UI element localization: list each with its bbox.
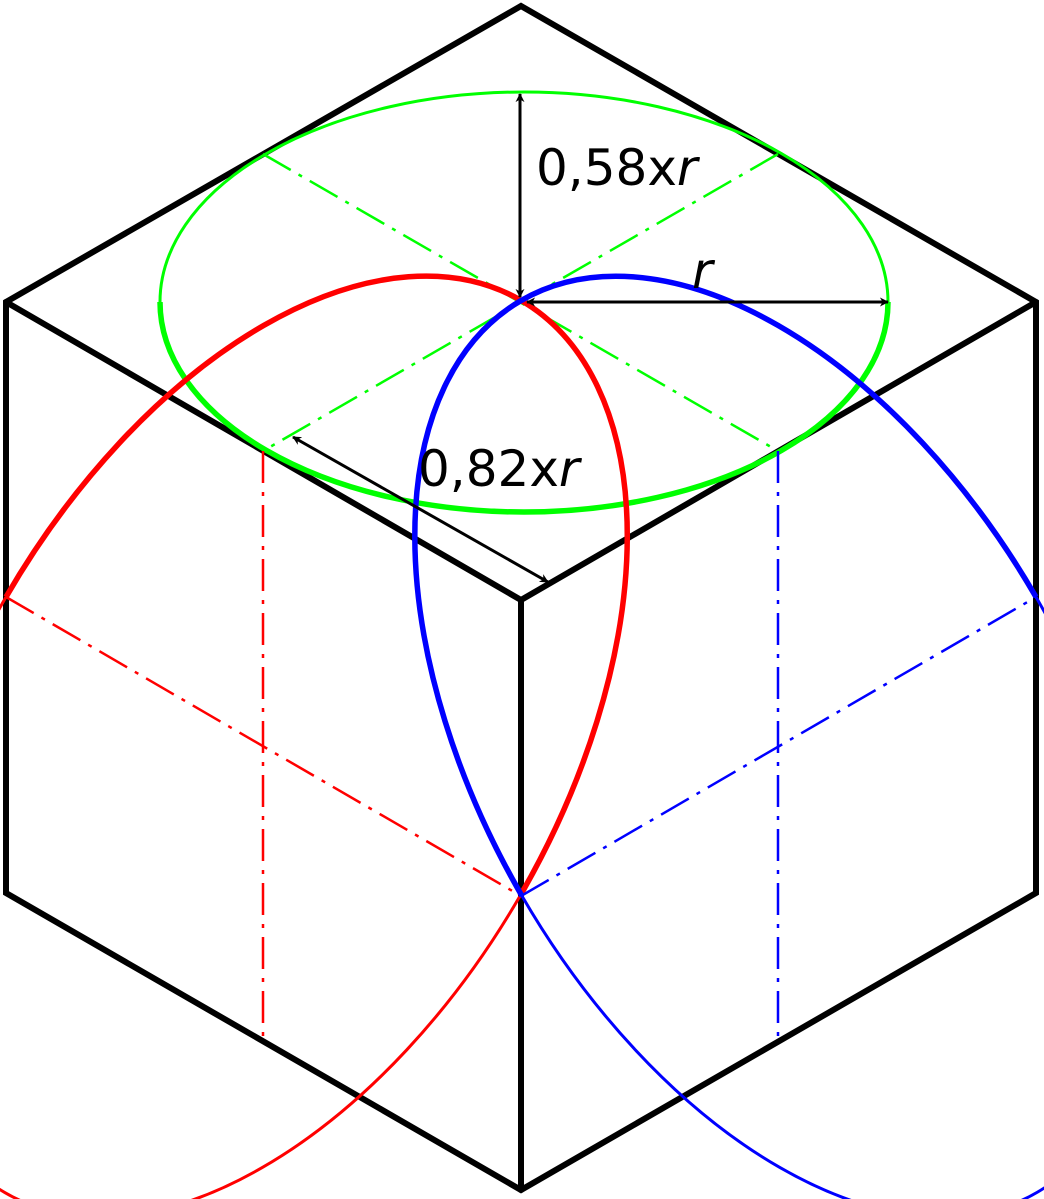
dimensions — [292, 93, 889, 584]
right-ellipse-outer-arc — [412, 273, 1039, 898]
radius-dimension-label: r — [692, 242, 716, 300]
height-dimension-label: 0,58xr — [536, 139, 701, 197]
top-ellipse-back-arc — [158, 90, 890, 303]
left-ellipse-outer-arc — [3, 273, 630, 898]
diagonal-dimension-arrow — [292, 435, 549, 584]
right-face-ellipse-group — [412, 273, 1044, 1199]
left-ellipse-inner-arc — [0, 596, 522, 1199]
left-face-ellipse-group — [0, 273, 630, 1199]
diagonal-dimension-label: 0,82xr — [418, 440, 583, 498]
right-ellipse-inner-arc — [520, 596, 1044, 1199]
